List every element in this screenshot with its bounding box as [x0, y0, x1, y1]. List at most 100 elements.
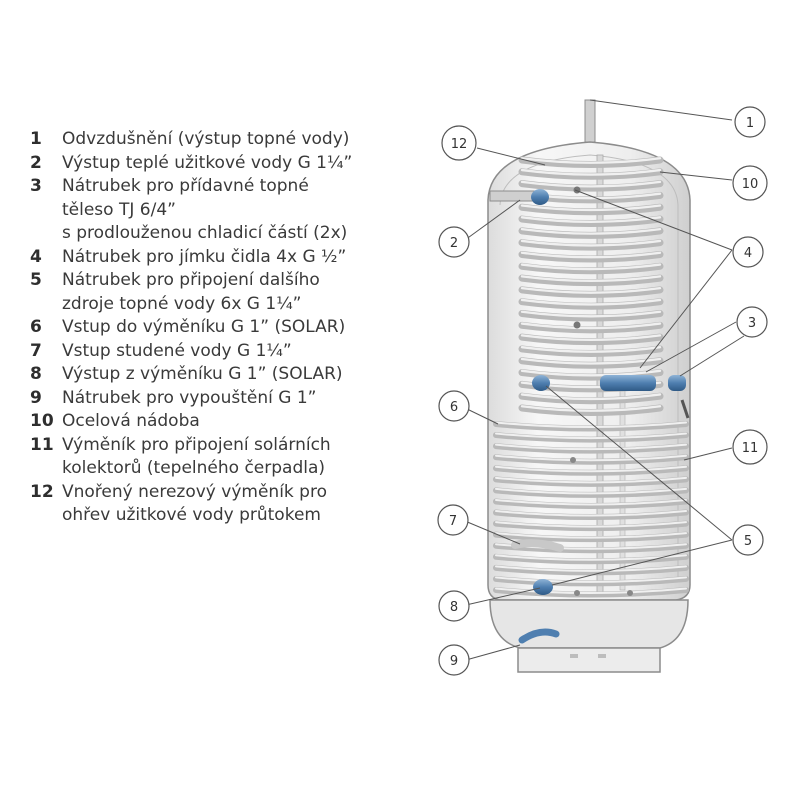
legend-number: 8	[30, 364, 42, 384]
stainless-coil-turn	[518, 298, 664, 310]
stainless-coil-turn	[518, 239, 664, 251]
stainless-coil-turn	[518, 180, 664, 192]
blue-nozzle-8	[533, 579, 553, 595]
solar-coil-highlight	[495, 476, 687, 484]
legend-item: 11 Výměník pro připojení solárních kolekt…	[30, 434, 440, 481]
solar-coil-highlight	[495, 565, 687, 572]
solar-coil-turn	[493, 421, 689, 432]
callout-lines	[464, 99, 745, 661]
callout-10: 10	[732, 165, 768, 201]
solar-coil-turn	[493, 531, 689, 543]
solar-coil-turn	[493, 520, 689, 532]
callout-6: 6	[438, 390, 470, 422]
solar-coil-highlight	[495, 443, 687, 451]
solar-coil-turn	[493, 476, 689, 487]
sensor-port-1	[573, 186, 581, 194]
stainless-coil-turn	[518, 345, 664, 357]
cold-water-inlet-pipe	[511, 539, 564, 552]
callout-5: 5	[732, 524, 764, 556]
stainless-coil-highlight	[520, 251, 662, 259]
stainless-coil-turn	[518, 274, 664, 287]
svg-text:5: 5	[744, 534, 752, 549]
svg-text:8: 8	[450, 600, 458, 615]
stainless-coil-highlight	[520, 286, 662, 294]
legend-text: Vstup do výměníku G 1” (SOLAR)	[62, 317, 346, 337]
svg-text:7: 7	[449, 514, 457, 529]
legend-number: 7	[30, 340, 42, 361]
solar-coil-turn	[493, 432, 689, 443]
solar-coil-highlight	[495, 510, 687, 517]
solar-coil-turn	[493, 443, 689, 454]
legend-item: 7 Vstup studené vody G 1¼”	[30, 340, 440, 364]
base-slot-left	[570, 654, 578, 658]
stainless-coil-highlight	[520, 239, 662, 247]
blue-nozzle-2	[531, 189, 549, 205]
stainless-coil-turn	[518, 404, 664, 416]
svg-text:11: 11	[742, 441, 759, 456]
solar-coil-highlight	[495, 521, 687, 528]
legend-number: 10	[30, 411, 54, 431]
stainless-coil-highlight	[520, 168, 662, 176]
legend-text: Nátrubek pro přídavné topné těleso TJ 6/…	[62, 176, 348, 243]
legend-text: Nátrubek pro připojení dalšího zdroje to…	[62, 270, 320, 314]
stainless-coil-turn	[518, 168, 664, 180]
drain-nozzle	[518, 628, 560, 644]
legend-text: Odvzdušnění (výstup topné vody)	[62, 129, 350, 149]
solar-coil-turn	[493, 575, 689, 587]
blue-nozzle-5a	[532, 375, 550, 391]
legend-text: Výměník pro připojení solárních kolektor…	[62, 434, 331, 479]
stainless-coil-highlight	[520, 216, 662, 223]
svg-text:10: 10	[742, 177, 759, 192]
legend-number: 12	[30, 481, 54, 502]
solar-coil-highlight	[495, 587, 687, 594]
solar-coil-highlight	[495, 532, 687, 539]
solar-coil-turn	[493, 498, 689, 509]
stainless-coil-turn	[518, 369, 664, 381]
heater-nozzle-3a	[600, 375, 656, 391]
tank-inner-wall	[499, 154, 679, 580]
heater-nozzle-3b	[668, 375, 686, 391]
stainless-coil-highlight	[520, 310, 662, 318]
callout-7: 7	[437, 504, 469, 536]
solar-coil-highlight	[495, 432, 687, 440]
stainless-coil-highlight	[520, 263, 662, 271]
solar-coil-highlight	[495, 465, 687, 473]
callout-12: 12	[441, 125, 477, 161]
solar-coil-highlight	[495, 454, 687, 462]
svg-text:1: 1	[746, 116, 754, 131]
stainless-coil-turn	[518, 286, 664, 298]
stainless-coil-exchanger	[518, 156, 664, 416]
stainless-coil-turn	[518, 227, 664, 239]
solar-coil-turn	[493, 587, 689, 598]
legend-text: Nátrubek pro vypouštění G 1”	[62, 387, 317, 408]
solar-coil-turn	[493, 465, 689, 476]
stainless-coil-highlight	[520, 322, 662, 330]
legend-number: 11	[30, 434, 54, 455]
stainless-coil-highlight	[520, 405, 662, 412]
tank-base-stand	[517, 647, 661, 673]
legend-text: Nátrubek pro jímku čidla 4x G ½”	[62, 246, 347, 267]
svg-text:9: 9	[450, 654, 458, 669]
stainless-coil-highlight	[520, 204, 662, 212]
legend-text: Vstup studené vody G 1¼”	[62, 340, 292, 361]
stainless-coil-turn	[518, 215, 664, 228]
solar-coil-highlight	[495, 421, 687, 428]
stainless-coil-highlight	[520, 227, 662, 235]
callout-11: 11	[732, 429, 768, 465]
callout-8: 8	[438, 590, 470, 622]
sensor-port-2	[573, 321, 581, 329]
sensor-port-5	[627, 590, 633, 596]
solar-coil-highlight	[495, 576, 687, 583]
stainless-coil-turn	[518, 392, 664, 405]
callout-4: 4	[732, 236, 764, 268]
